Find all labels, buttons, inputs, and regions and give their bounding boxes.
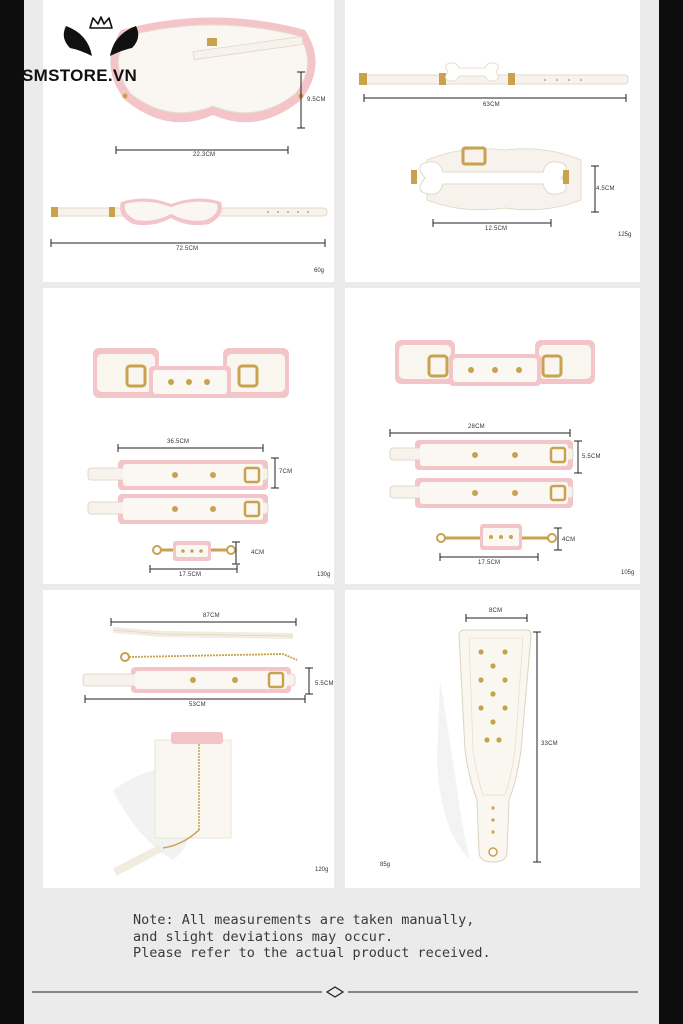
note-line-1: Note: All measurements are taken manuall… [133, 912, 475, 928]
cuffs-large-panel: 36.5CM 7CM 4CM 17.5CM 130g [43, 288, 334, 584]
measurement-note: Note: All measurements are taken manuall… [133, 912, 491, 962]
paddle-illustration [437, 614, 541, 863]
cuffs-large-length-label: 36.5CM [167, 439, 190, 445]
collar-height-label: 5.5CM [315, 681, 334, 687]
ornament-divider [32, 986, 638, 998]
collar-leash-label: 87CM [203, 613, 220, 619]
gag-total-label: 63CM [483, 102, 500, 108]
blindfold-total-label: 72.5CM [176, 246, 199, 252]
collar-length-label: 53CM [189, 702, 206, 708]
blindfold-illustration [50, 17, 328, 247]
left-border [0, 0, 24, 1024]
paddle-panel: 8CM 33CM 85g [345, 590, 640, 888]
paddle-width-label: 8CM [489, 608, 503, 614]
cuffs-large-connector-label: 17.5CM [179, 572, 202, 578]
cuffs-small-panel: 28CM 5.5CM 4CM 17.5CM 105g [345, 288, 640, 584]
paddle-length-label: 33CM [541, 741, 558, 747]
collar-panel: 87CM 5.5CM 53CM 120g [43, 590, 334, 888]
cuffs-small-height-label: 5.5CM [582, 454, 601, 460]
gag-illustration [359, 62, 629, 227]
gag-width-label: 12.5CM [485, 226, 508, 232]
paddle-weight-label: 85g [380, 862, 391, 868]
blindfold-panel: 9.5CM 22.3CM 72.5CM 60g [43, 0, 334, 282]
blindfold-weight-label: 60g [314, 268, 325, 274]
gag-weight-label: 125g [618, 232, 632, 238]
cuffs-large-connector-height-label: 4CM [251, 550, 265, 556]
blindfold-width-label: 22.3CM [193, 152, 216, 158]
note-line-3: Please refer to the actual product recei… [133, 945, 491, 961]
cuffs-large-height-label: 7CM [279, 469, 293, 475]
right-border [659, 0, 683, 1024]
blindfold-height-label: 9.5CM [307, 97, 326, 103]
gag-height-label: 4.5CM [596, 186, 615, 192]
cuffs-small-weight-label: 105g [621, 570, 635, 576]
brand-logo: SMSTORE.VN [22, 14, 182, 94]
collar-illustration [82, 618, 313, 876]
cuffs-small-illustration [389, 340, 595, 561]
crown-cat-ears-icon [63, 16, 139, 56]
note-line-2: and slight deviations may occur. [133, 928, 394, 945]
brand-name: SMSTORE.VN [22, 66, 138, 85]
cuffs-small-length-label: 28CM [468, 424, 485, 430]
cuffs-large-weight-label: 130g [317, 572, 331, 578]
cuffs-large-illustration [87, 348, 289, 573]
cuffs-small-connector-label: 17.5CM [478, 560, 501, 566]
collar-weight-label: 120g [315, 867, 329, 873]
cuffs-small-connector-height-label: 4CM [562, 537, 576, 543]
gag-panel: 63CM 4.5CM 12.5CM 125g [345, 0, 640, 282]
